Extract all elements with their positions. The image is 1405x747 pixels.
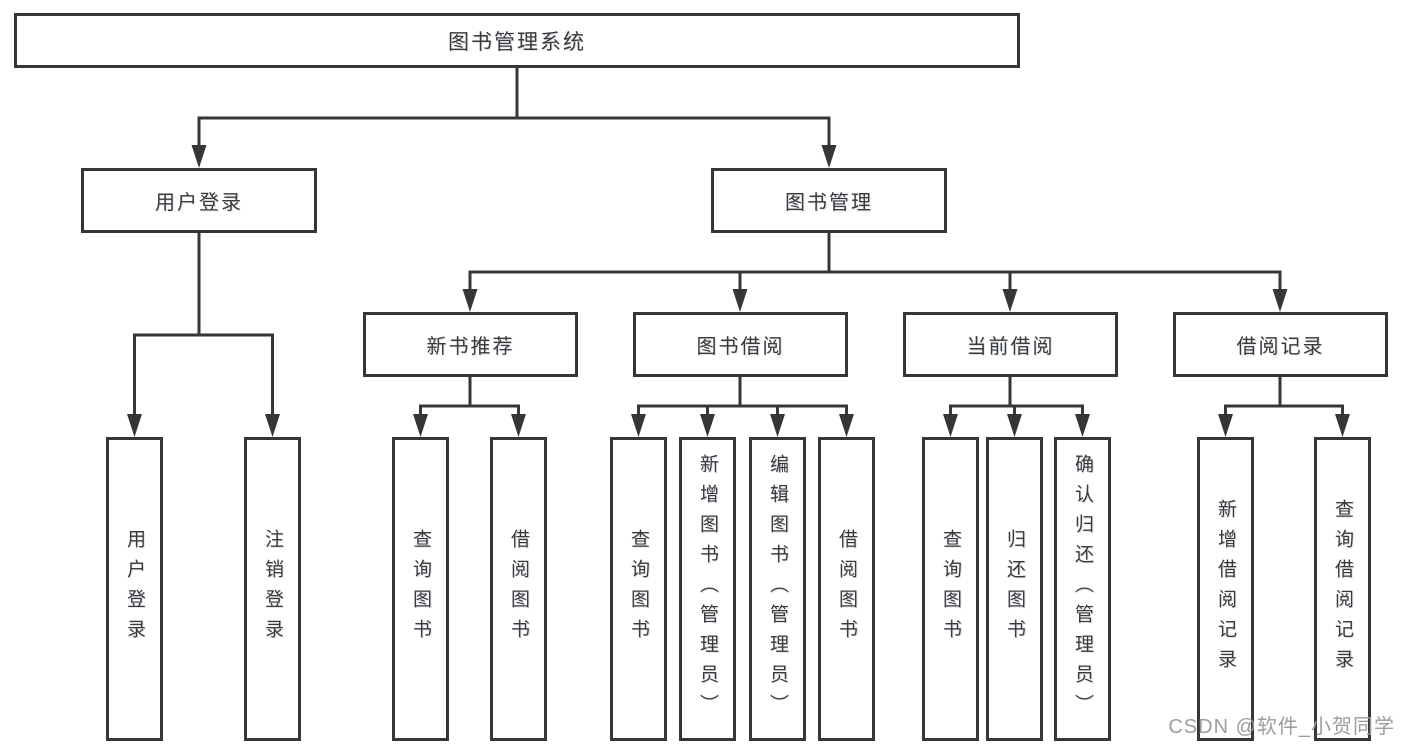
node-label: 借阅图书	[836, 529, 857, 649]
node-label: 归还图书	[1004, 529, 1025, 649]
leaf-query-books-borrow: 查询图书	[610, 437, 667, 741]
leaf-confirm-return-admin: 确认归还（管理员）	[1054, 437, 1111, 741]
leaf-edit-books-admin: 编辑图书（管理员）	[749, 437, 806, 741]
leaf-logout: 注销登录	[244, 437, 301, 741]
node-borrow-record: 借阅记录	[1173, 312, 1388, 377]
node-new-book-recommend: 新书推荐	[363, 312, 578, 377]
leaf-borrow-books-borrow: 借阅图书	[818, 437, 875, 741]
node-label: 注销登录	[262, 529, 283, 649]
node-book-management: 图书管理	[711, 168, 947, 233]
watermark: CSDN @软件_小贺同学	[1168, 716, 1395, 738]
leaf-borrow-books-recommend: 借阅图书	[490, 437, 547, 741]
node-book-borrow: 图书借阅	[633, 312, 848, 377]
leaf-query-books-recommend: 查询图书	[392, 437, 449, 741]
node-label: 新增图书（管理员）	[697, 454, 718, 724]
node-label: 借阅图书	[508, 529, 529, 649]
node-label: 编辑图书（管理员）	[767, 454, 788, 724]
node-label: 查询图书	[628, 529, 649, 649]
node-label: 确认归还（管理员）	[1072, 454, 1093, 724]
node-label: 查询图书	[410, 529, 431, 649]
leaf-add-borrow-record: 新增借阅记录	[1197, 437, 1254, 741]
leaf-query-books-current: 查询图书	[922, 437, 979, 741]
node-label: 查询图书	[940, 529, 961, 649]
leaf-add-books-admin: 新增图书（管理员）	[679, 437, 736, 741]
node-label: 用户登录	[124, 529, 145, 649]
node-label: 查询借阅记录	[1332, 499, 1353, 679]
leaf-user-login: 用户登录	[106, 437, 163, 741]
node-current-borrow: 当前借阅	[903, 312, 1118, 377]
leaf-query-borrow-record: 查询借阅记录	[1314, 437, 1371, 741]
node-label: 当前借阅	[966, 336, 1055, 358]
node-label: 用户登录	[155, 192, 243, 214]
node-label: 新书推荐	[426, 336, 515, 358]
node-label: 借阅记录	[1236, 336, 1325, 358]
node-user-login: 用户登录	[81, 168, 317, 233]
node-root: 图书管理系统	[14, 13, 1020, 68]
leaf-return-books: 归还图书	[986, 437, 1043, 741]
node-label: 新增借阅记录	[1215, 499, 1236, 679]
node-label: 图书管理	[785, 192, 873, 214]
node-label: 图书借阅	[696, 336, 785, 358]
node-label: 图书管理系统	[448, 30, 586, 54]
